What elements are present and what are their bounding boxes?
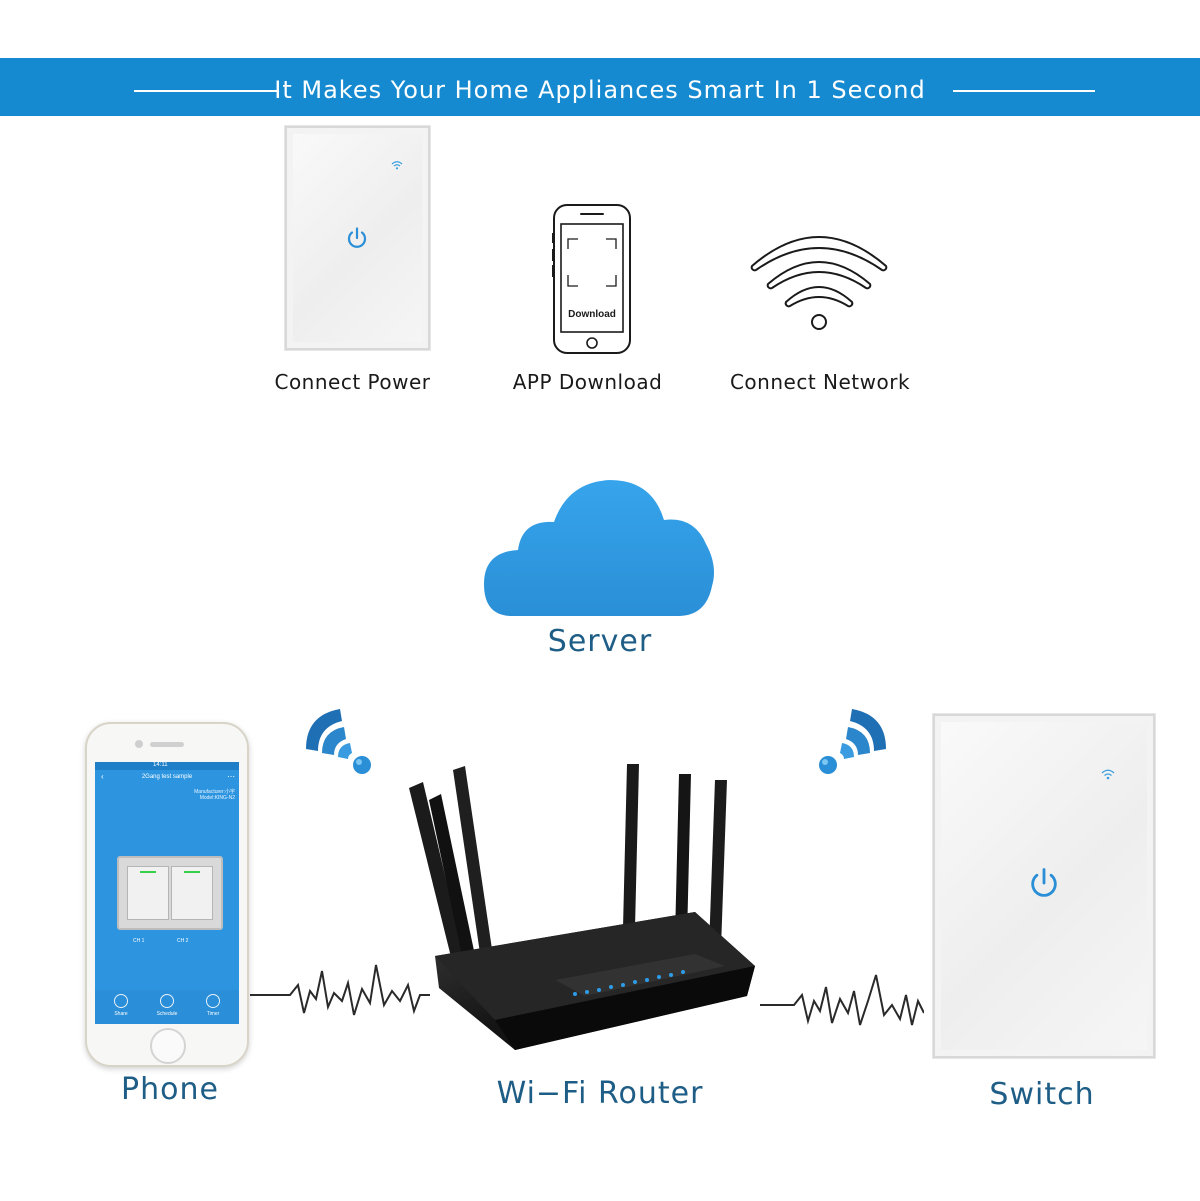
header-banner: It Makes Your Home Appliances Smart In 1… xyxy=(0,58,1200,116)
gang-1-button[interactable] xyxy=(127,866,169,920)
step-label-app-download: APP Download xyxy=(512,370,663,394)
signal-wave-right xyxy=(760,974,924,1026)
app-tab-bar: Share Schedule Timer xyxy=(95,990,239,1024)
gang-1-led xyxy=(140,871,156,873)
channel-label-1: CH 1 xyxy=(133,938,145,944)
timer-icon xyxy=(206,994,220,1008)
smartphone-icon xyxy=(552,204,631,354)
phone-home-button xyxy=(150,1028,186,1064)
phone-status-bar xyxy=(95,762,239,770)
wall-switch-icon xyxy=(285,126,430,350)
phone-status-time: 14:11 xyxy=(153,762,168,768)
step-label-connect-network: Connect Network xyxy=(729,370,911,394)
share-icon xyxy=(114,994,128,1008)
banner-divider-right xyxy=(953,90,1095,92)
power-icon[interactable] xyxy=(1027,866,1061,900)
signal-wave-left xyxy=(250,964,430,1016)
schedule-tab-label: Schedule xyxy=(156,1011,178,1017)
banner-title: It Makes Your Home Appliances Smart In 1… xyxy=(274,76,926,104)
wifi-indicator-icon xyxy=(391,161,403,170)
cloud-icon xyxy=(484,480,714,616)
app-back-icon[interactable]: ‹ xyxy=(101,772,104,781)
gang-2-button[interactable] xyxy=(171,866,213,920)
phone-label: Phone xyxy=(121,1072,219,1107)
timer-tab[interactable]: Timer xyxy=(193,994,233,1017)
router-label: Wi−Fi Router xyxy=(496,1076,704,1111)
double-switch-icon xyxy=(117,856,223,930)
wifi-icon xyxy=(750,236,888,330)
share-tab[interactable]: Share xyxy=(101,994,141,1017)
router-icon xyxy=(409,764,755,1050)
wifi-signal-right-icon xyxy=(819,709,886,774)
schedule-icon xyxy=(160,994,174,1008)
power-icon xyxy=(347,227,367,248)
server-label: Server xyxy=(547,624,653,659)
schedule-tab[interactable]: Schedule xyxy=(147,994,187,1017)
wifi-signal-left-icon xyxy=(306,709,371,774)
phone-device: 14:11 ‹ 2Gang test sample ⋯ Manufacturer… xyxy=(85,722,249,1067)
wifi-indicator-icon xyxy=(1101,769,1115,780)
phone-camera xyxy=(135,740,143,748)
phone-speaker xyxy=(150,742,184,747)
channel-label-2: CH 2 xyxy=(177,938,189,944)
download-screen-text: Download xyxy=(568,309,616,320)
smart-switch-device xyxy=(933,714,1155,1058)
step-label-connect-power: Connect Power xyxy=(274,370,431,394)
banner-divider-left xyxy=(134,90,277,92)
share-tab-label: Share xyxy=(114,1011,128,1017)
app-model: Model:KING-N2 xyxy=(199,795,235,801)
app-title: 2Gang test sample xyxy=(141,774,193,780)
app-more-icon[interactable]: ⋯ xyxy=(227,772,235,781)
gang-2-led xyxy=(184,871,200,873)
switch-label: Switch xyxy=(989,1077,1095,1112)
timer-tab-label: Timer xyxy=(206,1011,220,1017)
phone-screen: 14:11 ‹ 2Gang test sample ⋯ Manufacturer… xyxy=(95,762,239,1024)
app-manufacturer: Manufacturer:小宇 xyxy=(194,789,235,795)
